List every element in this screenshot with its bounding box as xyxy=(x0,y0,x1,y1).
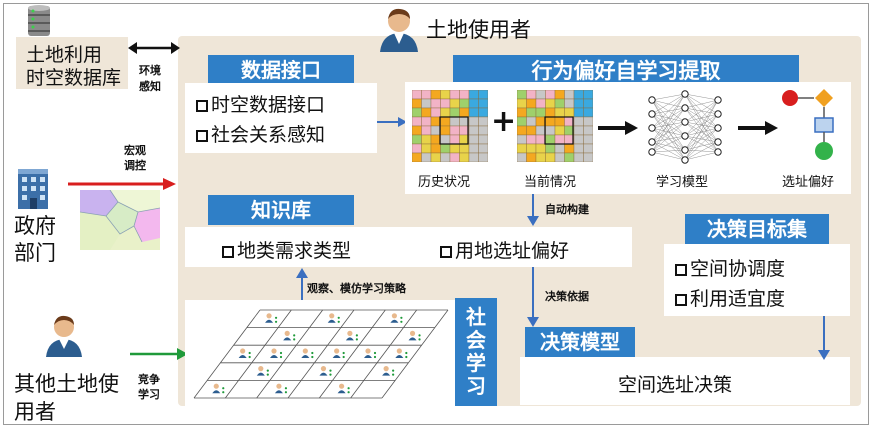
plus-sign: + xyxy=(491,104,517,139)
auto-build-label: 自动构建 xyxy=(545,203,589,216)
decision-basis-label: 决策依据 xyxy=(545,290,589,303)
goals-to-model-arrow xyxy=(818,316,830,360)
data-interface-item-1-label: 时空数据接口 xyxy=(211,94,326,116)
decision-basis-arrow xyxy=(527,267,539,327)
behavior-title: 行为偏好自学习提取 xyxy=(453,55,799,87)
auto-build-arrow xyxy=(527,194,539,226)
decision-model-box xyxy=(520,357,850,405)
neural-network-icon xyxy=(640,88,730,164)
knowledge-title: 知识库 xyxy=(208,195,354,225)
decision-model-title: 决策模型 xyxy=(525,327,635,357)
data-interface-item-2-label: 社会关系感知 xyxy=(211,124,326,146)
decision-goals-item-2-label: 利用适宜度 xyxy=(690,288,786,310)
user-avatar-icon xyxy=(378,6,420,52)
government-building-icon xyxy=(12,165,54,211)
macro-control-arrow xyxy=(68,175,176,190)
other-users-line1: 其他土地使 xyxy=(14,372,119,396)
checkbox-icon xyxy=(196,100,208,112)
land-map-image xyxy=(79,189,161,250)
compete-learn-line2: 学习 xyxy=(138,388,160,401)
env-sense-line1: 环境 xyxy=(139,64,161,77)
checkbox-icon xyxy=(440,246,452,258)
preference-flow-icon xyxy=(780,88,842,164)
social-learning-box xyxy=(185,300,455,406)
macro-control-line2: 调控 xyxy=(124,159,146,172)
knowledge-box xyxy=(185,227,632,267)
decision-goals-item-2: 利用适宜度 xyxy=(675,284,785,311)
decision-goals-title: 决策目标集 xyxy=(685,214,829,244)
decision-goals-item-1: 空间协调度 xyxy=(675,254,785,281)
data-interface-title: 数据接口 xyxy=(208,55,354,85)
checkbox-icon xyxy=(675,264,687,276)
compete-learn-arrow xyxy=(130,345,188,360)
decision-model-content: 空间选址决策 xyxy=(618,374,733,396)
to-preference-arrow xyxy=(738,120,778,135)
knowledge-item-1-label: 地类需求类型 xyxy=(237,240,352,262)
data-interface-box xyxy=(185,83,377,153)
to-model-arrow xyxy=(598,120,638,135)
agent-grid-image xyxy=(190,306,452,402)
other-user-avatar-icon xyxy=(44,313,84,357)
social-learning-label-box xyxy=(455,298,497,406)
compete-learn-line1: 竞争 xyxy=(138,373,160,386)
label-history: 历史状况 xyxy=(418,175,471,190)
database-label-line2: 时空数据库 xyxy=(26,67,122,89)
government-line1: 政府 xyxy=(14,214,56,238)
decision-goals-item-1-label: 空间协调度 xyxy=(690,258,786,280)
knowledge-item-1: 地类需求类型 xyxy=(222,236,351,263)
government-line2: 部门 xyxy=(14,241,56,265)
env-sense-arrow xyxy=(128,40,180,54)
interface-to-behavior-arrow xyxy=(377,112,407,127)
knowledge-item-2: 用地选址偏好 xyxy=(440,236,569,263)
outer-frame xyxy=(3,3,869,425)
other-users-line2: 用者 xyxy=(14,400,56,424)
top-user-title: 土地使用者 xyxy=(426,18,531,42)
observe-arrow xyxy=(296,268,308,304)
checkbox-icon xyxy=(675,294,687,306)
knowledge-item-2-label: 用地选址偏好 xyxy=(455,240,570,262)
checkbox-icon xyxy=(196,130,208,142)
decision-goals-box xyxy=(664,244,850,316)
history-grid-image xyxy=(411,89,489,163)
checkbox-icon xyxy=(222,246,234,258)
label-preference: 选址偏好 xyxy=(782,175,835,190)
database-icon xyxy=(27,4,51,38)
current-grid-image xyxy=(516,89,594,163)
label-current: 当前情况 xyxy=(524,175,577,190)
database-label-line1: 土地利用 xyxy=(26,44,103,66)
social-learning-label: 社会学习 xyxy=(466,305,486,398)
database-label-box xyxy=(16,37,128,89)
macro-control-line1: 宏观 xyxy=(124,144,146,157)
data-interface-item-1: 时空数据接口 xyxy=(196,90,325,117)
label-model: 学习模型 xyxy=(656,175,709,190)
data-interface-item-2: 社会关系感知 xyxy=(196,120,325,147)
env-sense-line2: 感知 xyxy=(139,80,161,93)
observe-strategy-label: 观察、模仿学习策略 xyxy=(307,282,406,295)
